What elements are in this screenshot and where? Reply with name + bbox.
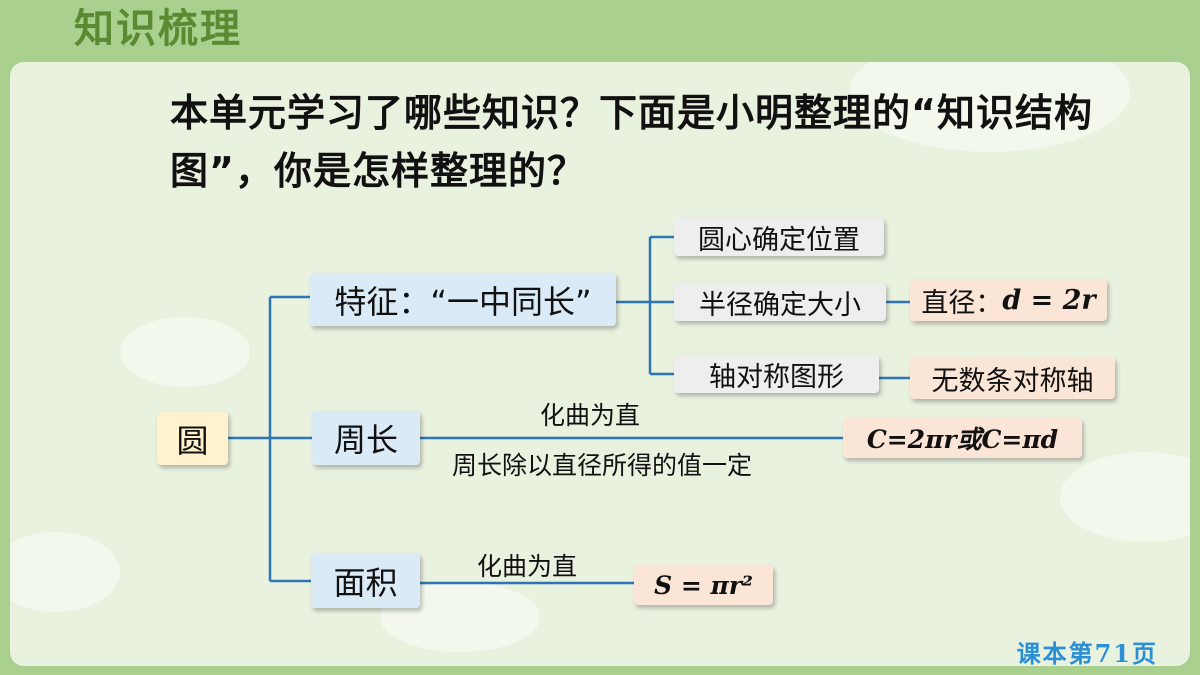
feature-node-center: 圆心确定位置 (674, 218, 884, 256)
edge-label-circumference-top: 化曲为直 (540, 401, 641, 430)
background-cloud (1060, 452, 1190, 542)
result-node-symmetry: 无数条对称轴 (910, 357, 1115, 399)
diameter-formula: d = 2r (1002, 284, 1096, 316)
branch-node-features: 特征：“一中同长” (310, 273, 616, 326)
background-cloud (10, 532, 120, 612)
branch-node-area: 面积 (311, 553, 420, 608)
page-title: 知识梳理 (74, 6, 242, 52)
diameter-label: 直径： (921, 287, 1003, 319)
edge-label-area-top: 化曲为直 (477, 552, 578, 581)
result-node-circumference-formula: C=2πr或C=πd (843, 418, 1082, 458)
result-node-diameter: 直径：d = 2r (910, 279, 1107, 321)
root-node-circle: 圆 (157, 412, 228, 465)
result-node-area-formula: S = πr² (634, 565, 773, 605)
feature-node-axis: 轴对称图形 (674, 355, 879, 393)
question-text: 本单元学习了哪些知识？下面是小明整理的“知识结构图”，你是怎样整理的？ (170, 91, 1093, 193)
feature-node-radius: 半径确定大小 (674, 283, 886, 321)
edge-label-circumference-bottom: 周长除以直径所得的值一定 (452, 451, 753, 480)
branch-node-circumference: 周长 (312, 411, 420, 465)
background-cloud (120, 317, 250, 387)
page-reference: 课本第71页 (1016, 639, 1158, 668)
